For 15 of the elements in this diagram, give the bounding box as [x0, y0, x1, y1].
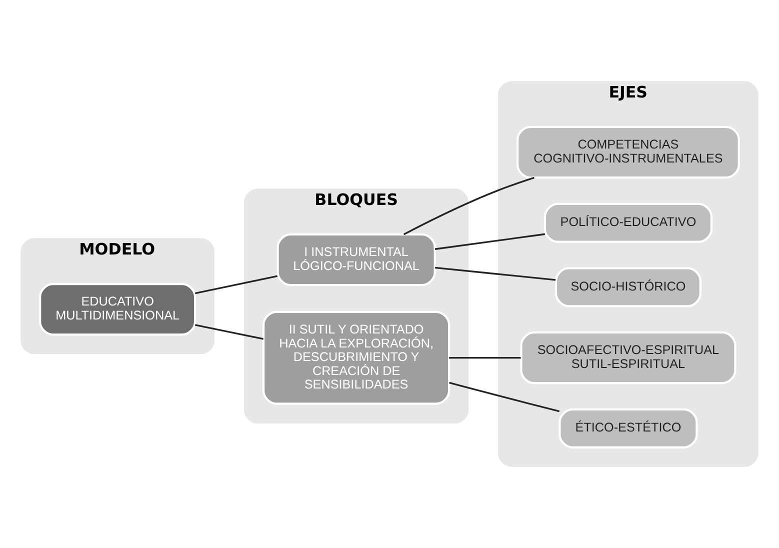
node-box: COMPETENCIAS COGNITIVO-INSTRUMENTALES: [516, 126, 740, 179]
connector: [194, 275, 278, 294]
node-box: I INSTRUMENTAL LÓGICO-FUNCIONAL: [276, 233, 436, 286]
node-box: ÉTICO-ESTÉTICO: [558, 408, 698, 448]
connector: [434, 266, 556, 281]
node-box: POLÍTICO-EDUCATIVO: [544, 202, 713, 243]
node-box: SOCIOAFECTIVO-ESPIRITUAL SUTIL-ESPIRITUAL: [520, 331, 736, 384]
connector: [449, 382, 560, 412]
connector: [403, 176, 534, 236]
connector: [449, 356, 521, 359]
node-box: II SUTIL Y ORIENTADO HACIA LA EXPLORACIÓN, DESCUBRIMIENTO Y CREACIÓN DE SENSIBILIDADES: [262, 310, 450, 405]
connector: [434, 233, 545, 250]
node-box: EDUCATIVO MULTIDIMENSIONAL: [39, 282, 196, 336]
connector: [194, 324, 264, 340]
node-box: SOCIO-HISTÓRICO: [554, 267, 702, 308]
